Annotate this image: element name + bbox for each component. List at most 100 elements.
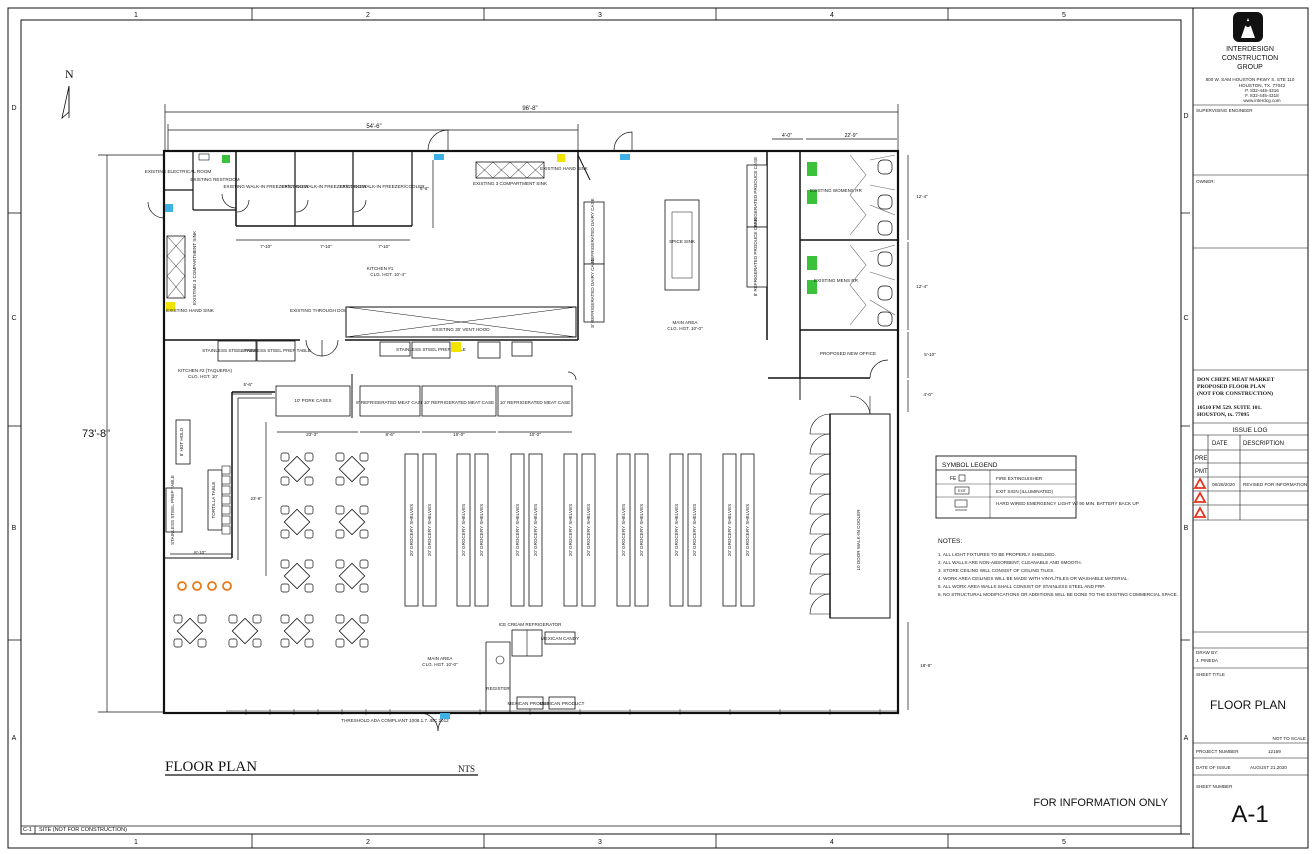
office-label: PROPOSED NEW OFFICE: [820, 351, 876, 356]
hand-sink-top-icon: [557, 154, 565, 162]
col-label-2: 2: [366, 12, 370, 19]
dim-office: 5'-10": [924, 352, 936, 357]
grill: [477, 341, 501, 359]
dim-right-low: 18'-8": [920, 663, 932, 668]
issue-desc-1: REVISED FOR INFORMATION: [1243, 482, 1307, 487]
drawing-title-text: FLOOR PLAN: [165, 759, 257, 775]
dim-seat-h: 23'-6": [251, 496, 263, 501]
meat-case-1: [359, 385, 421, 417]
meat-case-2: [421, 385, 497, 417]
spice-sink-label: SPICE SINK: [669, 239, 696, 244]
prep-table-1-label: STAINLESS STEEL PREP TABLE: [202, 348, 272, 353]
produce-case-2: [746, 226, 768, 288]
walk-in-cooler-box: [829, 413, 891, 619]
dim-cooler-w2: 7'-10": [320, 244, 332, 249]
grocery-shelf-label: 20' GROCERY SHELVES: [674, 504, 679, 556]
title-block: INTERDESIGN CONSTRUCTION GROUP 800 W. SA…: [1192, 7, 1309, 849]
grocery-shelf: [510, 453, 525, 607]
hot-hold-label: 8' HOT HOLD: [179, 427, 184, 456]
prep-table-left: [165, 487, 183, 533]
grocery-shelf: [722, 453, 737, 607]
dim-case1: 8'-6": [386, 432, 395, 437]
sheet-number: A-1: [1231, 801, 1268, 828]
prep-table-3-label: STAINLESS STEEL PREP TABLE: [396, 347, 466, 352]
grocery-shelf-label: 20' GROCERY SHELVES: [461, 504, 466, 556]
grocery-shelf-label: 20' GROCERY SHELVES: [639, 504, 644, 556]
grocery-shelf: [581, 453, 596, 607]
mexican-candy: [544, 631, 576, 645]
kitchen-1-area: EXISTING ELECTRICAL ROOM EXISTING RESTRO…: [145, 154, 605, 362]
legend-title: SYMBOL LEGEND: [942, 462, 998, 469]
col-label-5-bottom: 5: [1062, 839, 1066, 846]
note-1: 1. ALL LIGHT FIXTURES TO BE PROPERLY SHI…: [938, 552, 1056, 557]
hand-sink-left-label: EXISTING HAND SINK: [166, 308, 215, 313]
col-label-1-bottom: 1: [134, 839, 138, 846]
issue-log-title: ISSUE LOG: [1232, 427, 1267, 434]
womens-accessible-icon-2: [807, 190, 817, 204]
exit-sign-icon: [954, 486, 970, 495]
prep-table-2-label: STAINLESS STEEL PREP TABLE: [241, 348, 311, 353]
company-line-1: INTERDESIGN: [1226, 46, 1274, 53]
row-label-c: C: [11, 315, 16, 322]
grocery-shelf-label: 20' GROCERY SHELVES: [533, 504, 538, 556]
note-3: 3. STORE CEILING WILL CONSIST OF CEILING…: [938, 568, 1055, 573]
tortilla-table-label: TORTILLA TABLE: [211, 482, 216, 519]
row-label-b: B: [12, 525, 17, 532]
grocery-shelf: [563, 453, 578, 607]
company-line-3: GROUP: [1237, 64, 1263, 71]
range: [511, 341, 533, 357]
building-walls: [162, 149, 900, 715]
kitchen-2-area: KITCHEN #2 (TAQUERIA) CLG. HGT. 10' 8' H…: [165, 368, 232, 591]
pork-case-label: 10' PORK CASES: [294, 398, 331, 403]
revision-2-icon: [1193, 491, 1207, 503]
main-area-top: SPICE SINK MAIN AREA CLG. HGT. 10'-0" 8'…: [664, 154, 896, 356]
grocery-shelf: [456, 453, 471, 607]
life-safety-symbols: [165, 153, 630, 719]
drawing-title: FLOOR PLAN NTS FOR INFORMATION ONLY: [165, 759, 1169, 809]
issue-mark-pre: PRE: [1195, 456, 1207, 462]
comp-sink-left: [166, 235, 186, 299]
dairy-case-2-label: 8' REFRIGERATED DAIRY CASE: [590, 258, 595, 327]
mens-rr-label: EXISTING MENS RR: [814, 278, 859, 283]
prep-table-2: [256, 340, 296, 362]
restroom-label: EXISTING RESTROOM: [190, 177, 239, 182]
front-area: ICE CREAM REFRIGERATOR MEXICAN CANDY REG…: [226, 622, 898, 723]
dining-table: [228, 614, 262, 648]
legend-text-fe: FIRE EXTINGUISHER: [996, 476, 1043, 481]
supervising-label: SUPERVISING ENGINEER: [1196, 108, 1253, 113]
note-4: 4. WORK AREA CEILINGS WILL BE MADE WITH …: [938, 576, 1129, 581]
note-5: 5. ALL WORK AREA WALLS SHALL CONSIST OF …: [938, 584, 1105, 589]
row-label-a-right: A: [1184, 735, 1189, 742]
col-label-3-bottom: 3: [598, 839, 602, 846]
grocery-shelf-label: 20' GROCERY SHELVES: [479, 504, 484, 556]
project-number: 12169: [1268, 749, 1281, 754]
produce-case-1-label: 8' REFRIGERATED PRODUCE CASE: [753, 157, 758, 235]
dining-table: [280, 614, 314, 648]
mexican-product-1-label: MEXICAN PRODUCT: [508, 701, 553, 706]
dim-left-width: 54'-6": [366, 124, 381, 130]
dining-table: [335, 614, 369, 648]
comp-sink-top-label: EXISTING 3 COMPARTMENT SINK: [473, 181, 548, 186]
project-line-3: (NOT FOR CONSTRUCTION): [1197, 390, 1273, 397]
dining-table: [280, 505, 314, 539]
prep-table-3: [411, 341, 451, 359]
grocery-shelves: 20' GROCERY SHELVES 20' GROCERY SHELVES 20…: [404, 453, 755, 607]
dairy-case-2: [583, 263, 605, 323]
row-label-a: A: [12, 735, 17, 742]
register-label: REGISTER: [486, 686, 510, 691]
grocery-shelf-label: 20' GROCERY SHELVES: [427, 504, 432, 556]
notes: NOTES: 1. ALL LIGHT FIXTURES TO BE PROPE…: [938, 538, 1178, 597]
project-line-2: PROPOSED FLOOR PLAN: [1197, 384, 1265, 390]
note-6: 6. NO STRUCTURAL MODIFICATIONS OR ADDITI…: [938, 592, 1178, 597]
meat-case-2-label: 10' REFRIGERATED MEAT CASE: [424, 400, 494, 405]
issue-col-date: DATE: [1212, 441, 1228, 447]
grocery-shelf: [528, 453, 543, 607]
grocery-shelf: [474, 453, 489, 607]
comp-sink-left-label: EXISTING 3 COMPARTMENT SINK: [192, 230, 197, 305]
fire-extinguisher-icon: [958, 474, 966, 482]
hot-hold: [175, 419, 191, 465]
threshold-label: THRESHOLD ADA COMPLIANT 1008.1.7. IBC 20…: [341, 718, 449, 723]
symbol-legend: SYMBOL LEGEND FE FIRE EXTINGUISHER EXIT …: [935, 455, 1139, 519]
north-arrow: N: [61, 67, 74, 120]
